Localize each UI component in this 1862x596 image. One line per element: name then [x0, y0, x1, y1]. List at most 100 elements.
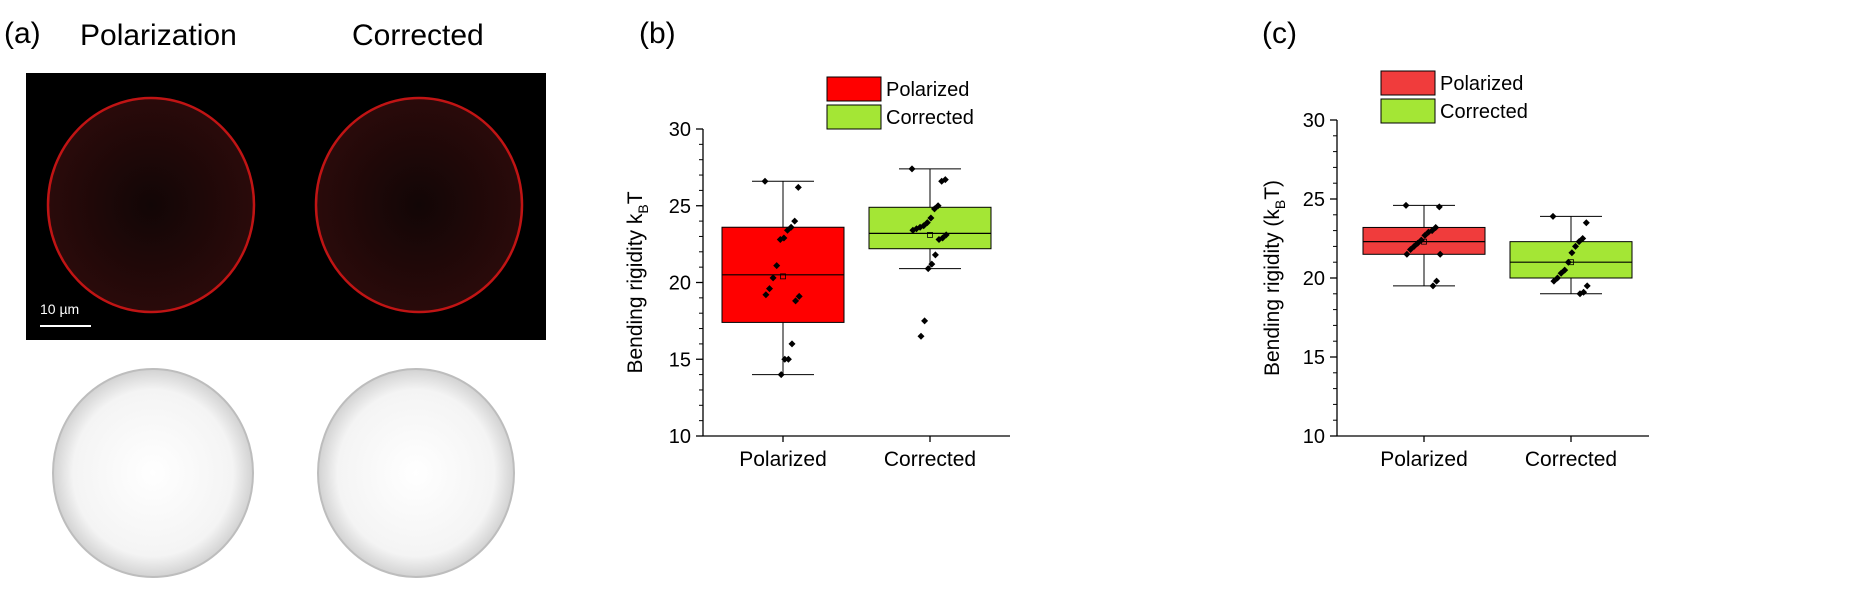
box-iqr	[868, 206, 992, 250]
chart-b: 40x NA 0.61015202530Bending rigidity kBT…	[624, 76, 1010, 471]
data-point	[916, 223, 924, 231]
vesicle-pair-fluorescence	[46, 96, 524, 314]
data-point	[773, 262, 781, 270]
data-point	[938, 177, 946, 185]
x-tick-label: Corrected	[1525, 448, 1617, 471]
data-point	[791, 217, 799, 225]
data-point	[762, 291, 770, 299]
data-point	[1583, 282, 1591, 290]
vesicle-left-red	[46, 96, 256, 314]
data-point	[1579, 235, 1587, 242]
vesicle-left-gray	[52, 368, 254, 578]
y-tick-label: 30	[669, 119, 691, 141]
y-tick-label: 20	[669, 273, 691, 295]
y-tick-label: 20	[1303, 268, 1325, 290]
scale-bar-label: 10 µm	[40, 301, 80, 317]
panel-b-letter: (b)	[639, 17, 676, 50]
corrected-image-label: Corrected	[352, 19, 484, 52]
box-iqr	[1362, 226, 1486, 255]
data-point	[924, 265, 932, 273]
data-point	[1564, 258, 1572, 266]
y-tick-label: 15	[669, 349, 691, 371]
panel-c-letter: (c)	[1262, 17, 1297, 50]
data-point	[1575, 238, 1583, 246]
data-point	[1557, 269, 1565, 277]
data-point	[1432, 223, 1440, 231]
legend-swatch	[1380, 98, 1436, 124]
data-point	[935, 236, 943, 244]
data-point	[1435, 203, 1443, 211]
data-point	[939, 234, 947, 242]
fluorescence-image: 10 µm	[26, 73, 546, 340]
legend-label: Polarized	[1440, 73, 1523, 95]
data-point	[766, 285, 773, 293]
data-point	[1410, 242, 1418, 250]
legend-label: Corrected	[886, 107, 974, 129]
transmitted-image	[26, 346, 546, 591]
data-point	[1576, 290, 1584, 298]
legend-swatch	[826, 104, 882, 130]
data-point	[909, 226, 917, 234]
data-point	[1549, 212, 1557, 220]
legend-label: Corrected	[1440, 101, 1528, 123]
y-tick-label: 25	[669, 196, 691, 218]
data-point	[1402, 201, 1410, 209]
data-point	[928, 260, 936, 268]
data-point	[931, 251, 939, 259]
data-point	[1429, 282, 1437, 290]
data-point	[1433, 277, 1441, 285]
data-point	[794, 183, 802, 191]
data-point	[921, 317, 929, 325]
polarization-image-label: Polarization	[80, 19, 237, 52]
data-point	[777, 371, 785, 379]
data-point	[1414, 239, 1422, 247]
panel-a-letter: (a)	[4, 17, 41, 50]
data-point	[1582, 219, 1590, 227]
y-tick-label: 10	[669, 426, 691, 448]
y-tick-label: 10	[1303, 426, 1325, 448]
data-point	[1580, 288, 1588, 296]
y-tick-label: 30	[1303, 110, 1325, 132]
x-tick-label: Polarized	[1380, 448, 1468, 471]
data-point	[1561, 266, 1569, 274]
y-tick-label: 15	[1303, 347, 1325, 369]
data-point	[761, 177, 769, 185]
data-point	[931, 205, 938, 213]
mean-marker	[927, 232, 933, 238]
data-point	[1428, 227, 1436, 235]
data-point	[769, 274, 777, 282]
data-point	[1568, 249, 1576, 257]
data-point	[1550, 277, 1558, 285]
data-point	[1421, 231, 1429, 239]
vesicle-right-gray	[317, 368, 515, 578]
data-point	[784, 226, 791, 234]
vesicle-pair-brightfield	[52, 368, 515, 578]
data-point	[795, 292, 803, 300]
data-point	[1572, 242, 1579, 250]
legend-label: Polarized	[886, 79, 969, 101]
data-point	[1403, 250, 1411, 258]
data-point	[787, 223, 795, 231]
data-point	[1436, 250, 1444, 258]
data-point	[784, 355, 792, 363]
data-point	[908, 165, 916, 173]
scale-bar	[40, 325, 91, 327]
data-point	[781, 355, 789, 363]
data-point	[776, 236, 784, 244]
vesicle-right-red	[314, 96, 524, 314]
y-tick-label: 25	[1303, 189, 1325, 211]
legend-swatch	[826, 76, 882, 102]
data-point	[792, 297, 800, 305]
chart-c: 40x NA 1.31015202530Bending rigidity (kB…	[1261, 70, 1649, 471]
data-point	[788, 340, 796, 348]
x-tick-label: Polarized	[739, 448, 827, 471]
data-point	[934, 202, 942, 210]
data-point	[917, 332, 925, 340]
y-axis-label: Bending rigidity (kBT)	[1261, 180, 1288, 376]
y-axis-label: Bending rigidity kBT	[624, 191, 651, 373]
x-tick-label: Corrected	[884, 448, 976, 471]
data-point	[927, 214, 935, 222]
legend-swatch	[1380, 70, 1436, 96]
data-point	[1407, 246, 1414, 254]
mean-marker	[780, 273, 786, 280]
